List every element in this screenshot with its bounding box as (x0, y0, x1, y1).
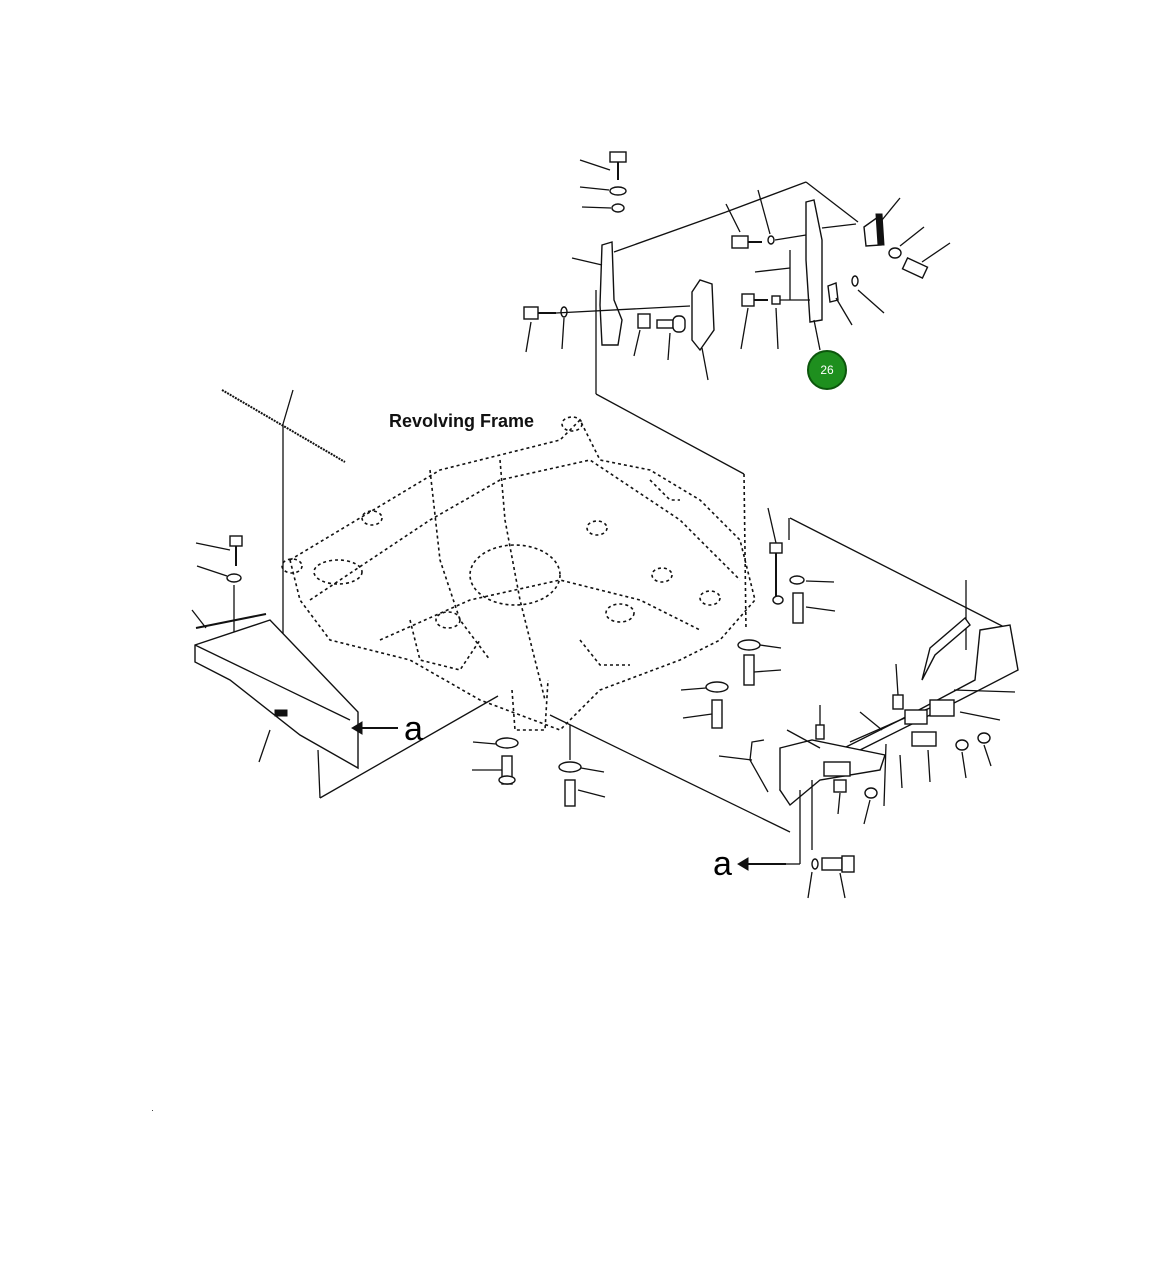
callout-reference-left: a (404, 710, 423, 748)
frame-mount-bolts (472, 507, 836, 807)
revolving-frame (281, 416, 756, 731)
callout-reference-bottom: a (713, 845, 732, 883)
stray-mark (152, 1110, 153, 1111)
part-number-hotspot[interactable]: 26 (807, 350, 847, 390)
left-side-cover (191, 389, 499, 799)
right-side-cover (549, 517, 1019, 899)
top-lever-assembly (523, 151, 951, 631)
diagram-title: Revolving Frame (389, 411, 535, 431)
